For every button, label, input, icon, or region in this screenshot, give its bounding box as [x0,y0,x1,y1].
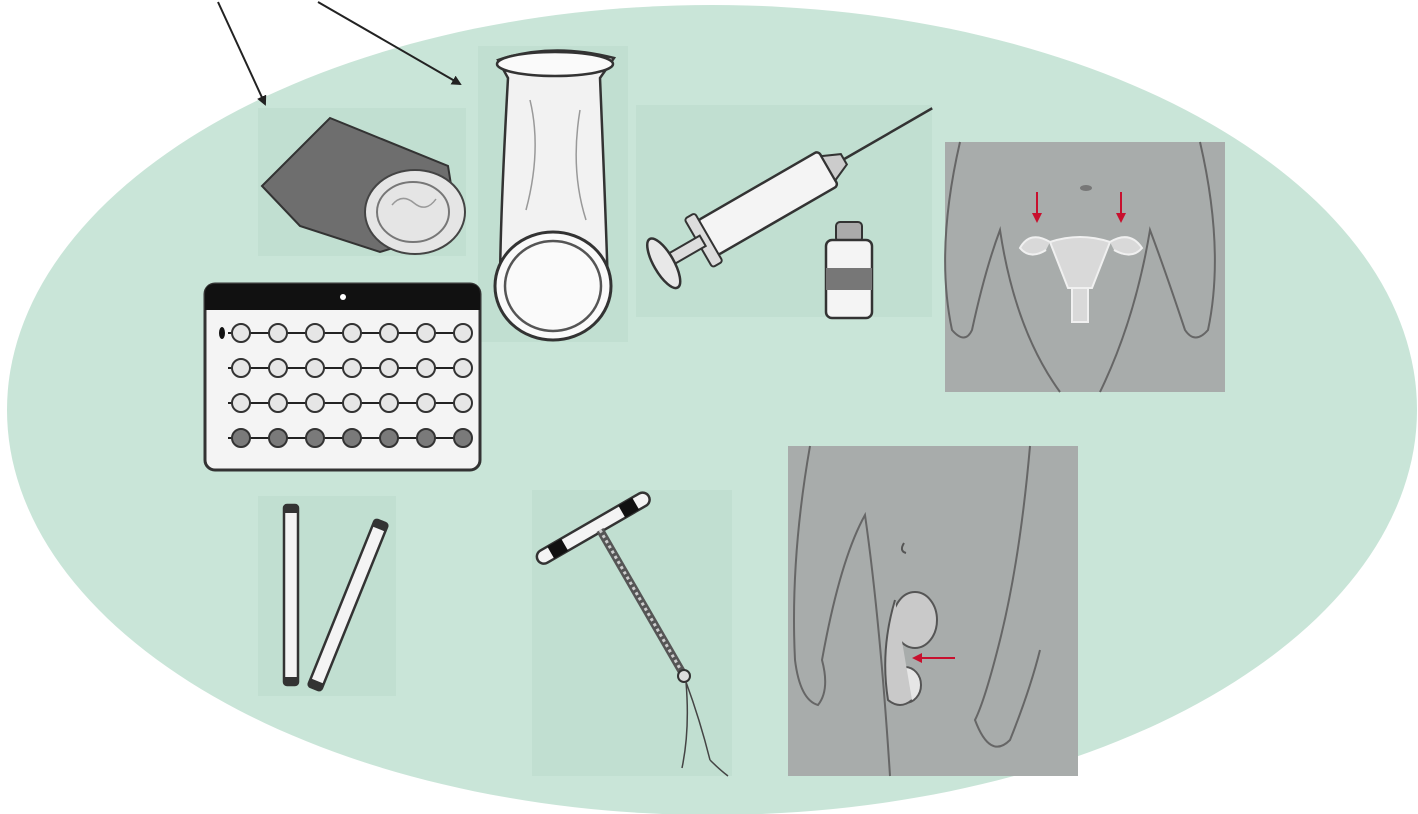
placebo-pill [269,429,287,447]
oral-contraceptive-pill-pack-icon [205,284,480,470]
active-pill [269,359,287,377]
iud-with-inserter-icon [532,490,732,776]
active-pill [454,324,472,342]
active-pill [232,359,250,377]
male-condom-packet-icon [258,108,466,256]
placebo-pill [343,429,361,447]
active-pill [343,394,361,412]
active-pill [306,394,324,412]
start-marker [219,327,225,339]
placebo-pill [454,429,472,447]
placebo-pill [417,429,435,447]
contraceptive-implant-rods-icon [258,496,396,696]
placebo-pill [306,429,324,447]
active-pill [269,394,287,412]
active-pill [306,324,324,342]
syringe-and-vial-icon [636,84,946,318]
active-pill [343,324,361,342]
active-pill [232,324,250,342]
active-pill [380,394,398,412]
placebo-pill [232,429,250,447]
active-pill [343,359,361,377]
active-pill [417,359,435,377]
pointer-arrow-to-male-condom [218,2,265,104]
placebo-pill [380,429,398,447]
active-pill [306,359,324,377]
female-sterilization-illustration [945,142,1225,392]
active-pill [454,394,472,412]
vasectomy-illustration [788,446,1078,776]
active-pill [380,324,398,342]
female-condom-icon [478,46,628,342]
active-pill [232,394,250,412]
active-pill [417,394,435,412]
active-pill [417,324,435,342]
active-pill [454,359,472,377]
active-pill [380,359,398,377]
active-pill [269,324,287,342]
